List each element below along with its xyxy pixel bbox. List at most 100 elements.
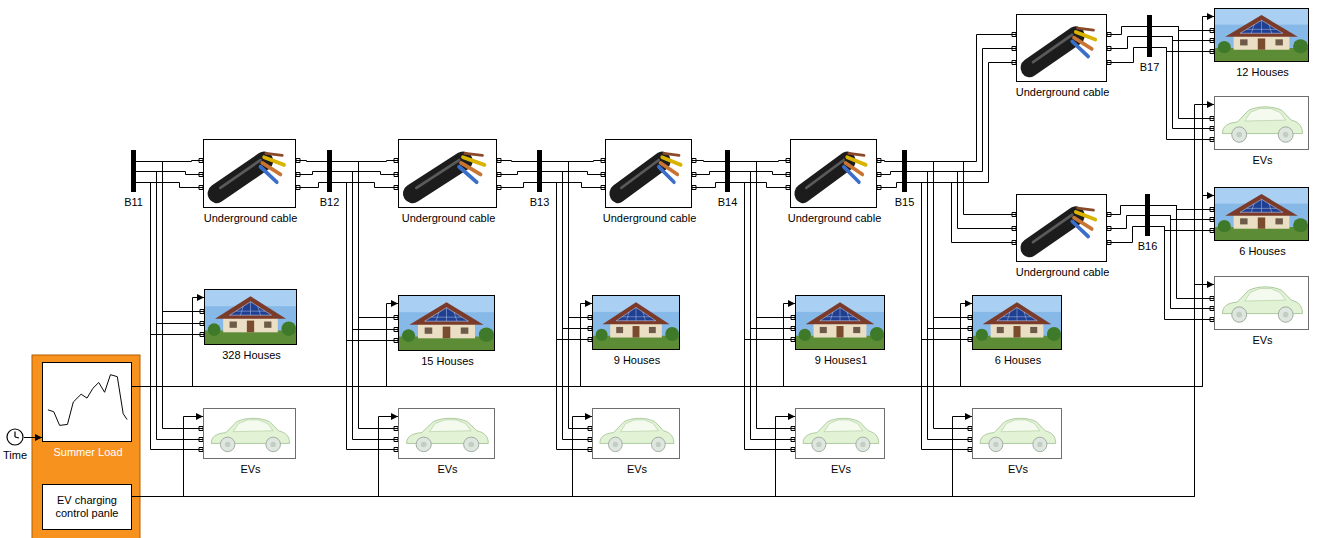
block-label: 12 Houses (1236, 66, 1289, 79)
block-label: EVs (240, 463, 260, 476)
house-picture-part (425, 308, 469, 322)
phase-wire (730, 159, 790, 190)
house-picture (973, 296, 1061, 349)
ev-picture-part (421, 442, 427, 447)
bus-label: B16 (1138, 240, 1158, 253)
cable-picture-part (659, 167, 674, 182)
cable-picture-part (266, 153, 282, 155)
house-picture-part (814, 323, 867, 338)
house-picture-part (409, 302, 483, 325)
house-picture-part (616, 327, 623, 333)
load-curve-picture-part (48, 375, 127, 426)
cable-picture (1017, 195, 1106, 261)
block-label: EVs (831, 463, 851, 476)
ev-picture (973, 409, 1061, 458)
house-picture-part (1269, 25, 1272, 34)
cable-picture-part (806, 160, 843, 188)
load-signal-line (132, 304, 592, 387)
cable-picture-part (1033, 35, 1072, 62)
phase-wire (332, 159, 398, 190)
house-picture-part (418, 323, 475, 338)
block-label: EVs (1252, 334, 1272, 347)
house-picture-part (258, 306, 261, 315)
house-picture-part (436, 312, 439, 321)
house-picture (399, 296, 494, 350)
ev-picture-part (608, 437, 622, 452)
cable-picture-part (260, 167, 276, 182)
cable-picture-part (664, 153, 679, 155)
house-picture-part (1017, 307, 1018, 320)
ev-picture-part (1215, 97, 1308, 149)
cable-picture-part (459, 167, 476, 182)
load-signal-line (132, 298, 204, 387)
cable-picture-part (220, 160, 260, 188)
cable-block: Underground cable (398, 139, 497, 208)
house-picture-part (983, 302, 1052, 324)
house-picture-part (461, 328, 469, 334)
load-signal-line (132, 196, 1214, 387)
ev-picture-part (1278, 127, 1293, 142)
ev-picture-part (1283, 132, 1289, 138)
house-picture-part (250, 302, 251, 316)
ev-block: EVs (1214, 276, 1309, 330)
cable-picture (1017, 15, 1106, 81)
house-picture-part (1240, 218, 1247, 224)
house-picture-part (446, 308, 447, 322)
cable-picture-part (1076, 32, 1096, 40)
house-picture-part (230, 322, 237, 328)
house-picture-part (976, 329, 988, 341)
control-panel-block: EV charging control panle (42, 484, 132, 530)
ev-picture-part (225, 442, 230, 447)
houses-block: 9 Houses1 (795, 295, 885, 350)
cable-picture-part (1072, 41, 1088, 56)
block-label: Underground cable (785, 212, 884, 225)
house-picture-part (208, 323, 221, 336)
load-curve-picture (43, 363, 131, 441)
ev-picture-part (656, 442, 661, 447)
house-picture-part (643, 312, 646, 321)
house-picture-part (627, 312, 630, 321)
ev-picture (593, 409, 679, 458)
house-picture-part (973, 296, 1061, 349)
phase-wire (1107, 27, 1147, 65)
houses-block: 6 Houses (1214, 187, 1309, 241)
cable-picture-part (1076, 212, 1096, 220)
time-signal-line (24, 437, 42, 438)
block-label: 6 Houses (1239, 245, 1285, 258)
cable-picture-part (791, 140, 876, 207)
house-picture-part (1013, 326, 1020, 337)
block-label: EVs (1008, 463, 1028, 476)
house-picture-part (1215, 9, 1308, 61)
house-picture-part (1251, 204, 1254, 213)
house-picture-part (1251, 25, 1254, 34)
house-picture-part (820, 327, 827, 333)
house-picture (796, 296, 884, 349)
house-picture-part (633, 326, 640, 337)
ev-picture-part (1245, 109, 1286, 122)
cable-picture-part (204, 140, 295, 207)
cable-picture-part (416, 160, 459, 188)
cable-picture-part (413, 161, 463, 194)
phase-wire (1152, 27, 1214, 54)
cable-picture-part (621, 160, 658, 188)
block-label: 15 Houses (421, 355, 474, 368)
phase-wire (730, 162, 795, 342)
house-picture-part (223, 317, 278, 332)
ev-block: EVs (592, 408, 680, 459)
cable-picture-part (1017, 195, 1106, 261)
cable-picture-part (1078, 208, 1094, 210)
ev-picture (204, 409, 295, 458)
block-label: EVs (627, 463, 647, 476)
house-picture-part (402, 329, 415, 342)
house-picture-part (1234, 35, 1290, 50)
ev-picture-part (429, 420, 471, 432)
cable-block: Underground cable (1016, 194, 1107, 262)
house-picture-part (399, 296, 494, 350)
house-picture-part (596, 329, 608, 341)
ev-picture-part (856, 437, 870, 452)
cable-picture (791, 140, 876, 207)
ev-picture-part (651, 437, 665, 452)
house-picture-part (649, 327, 656, 333)
house-picture-part (1261, 20, 1262, 33)
ev-picture-part (1001, 420, 1040, 432)
